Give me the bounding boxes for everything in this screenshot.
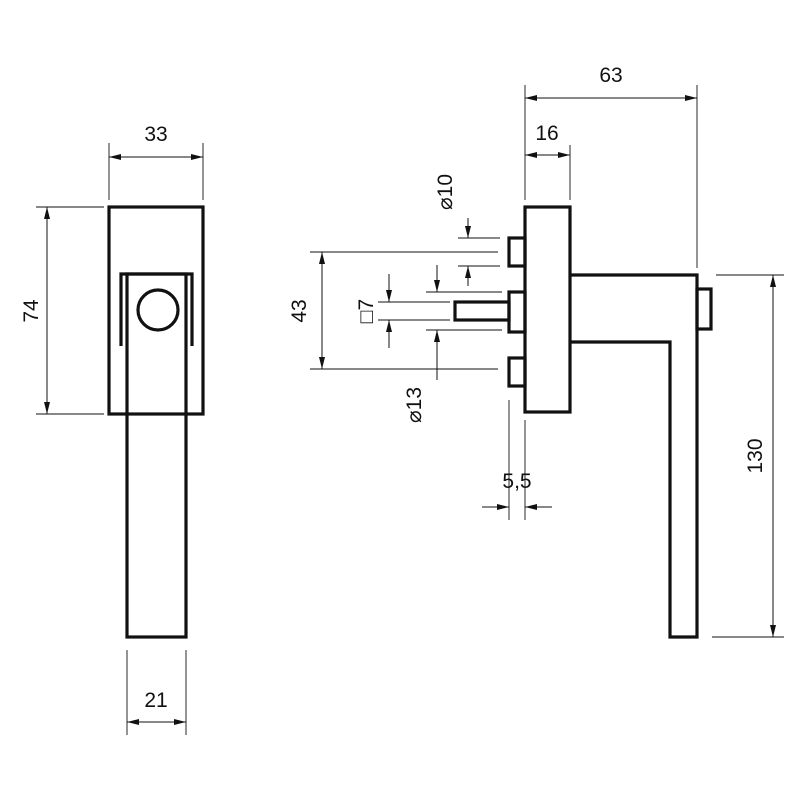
dim-spacing-43: 43 — [288, 251, 498, 370]
dim-diameter-13: ⌀13 — [403, 265, 502, 423]
dim-height-74: 74 — [20, 206, 104, 415]
front-collar — [119, 272, 194, 346]
label-63: 63 — [599, 64, 622, 87]
side-base-plate — [523, 205, 572, 414]
dim-width-33: 33 — [108, 123, 204, 200]
dim-width-21: 21 — [126, 650, 187, 735]
label-21: 21 — [144, 689, 167, 712]
dim-depth-16: 16 — [525, 122, 571, 200]
side-lever-end-cap — [695, 287, 713, 331]
dim-square-7: □7 — [355, 274, 450, 348]
label-16: 16 — [535, 122, 558, 145]
label-dia-13: ⌀13 — [403, 387, 426, 423]
side-lever — [570, 273, 699, 639]
side-screw-boss-top — [507, 236, 527, 268]
front-view — [107, 205, 205, 639]
dim-height-130: 130 — [712, 274, 784, 638]
label-74: 74 — [20, 299, 43, 323]
dim-pin-5-5: 5,5 — [482, 400, 552, 520]
front-base-plate — [107, 205, 205, 416]
front-spindle-circle — [136, 288, 180, 332]
side-view — [453, 205, 713, 639]
label-square-7: □7 — [355, 299, 378, 323]
label-dia-10: ⌀10 — [434, 174, 457, 210]
side-spindle-pin — [453, 300, 511, 322]
side-screw-boss-bottom — [507, 356, 527, 388]
label-33: 33 — [144, 123, 167, 146]
label-130: 130 — [744, 438, 767, 473]
dim-overall-63: 63 — [524, 64, 698, 268]
label-5-5: 5,5 — [502, 470, 531, 493]
side-spindle-collar — [507, 290, 527, 334]
label-43: 43 — [288, 299, 311, 322]
dim-diameter-10: ⌀10 — [434, 174, 500, 286]
